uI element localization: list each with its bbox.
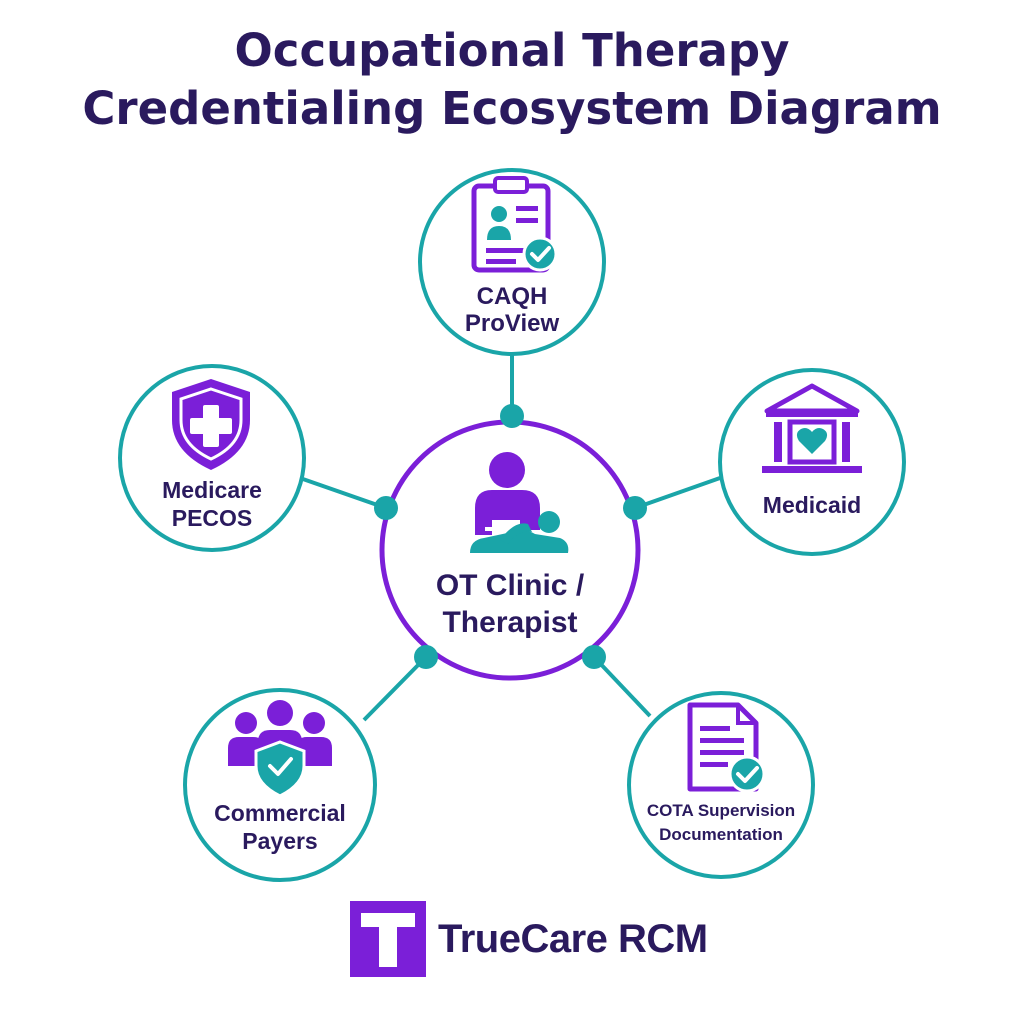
dot-bottom-right [582, 645, 606, 669]
connectors [299, 353, 721, 722]
node-commercial: Commercial Payers [183, 688, 377, 882]
connector-medicare [299, 476, 387, 510]
node-medicare: Medicare PECOS [118, 364, 306, 552]
center-label-line-1: OT Clinic / [436, 569, 585, 602]
cota-label-line-2: Documentation [659, 825, 783, 844]
government-building-heart-icon [762, 383, 862, 473]
center-label-line-2: Therapist [442, 606, 577, 639]
dot-top [500, 404, 524, 428]
connector-cota [592, 655, 652, 718]
caqh-label-line-1: CAQH [477, 283, 548, 310]
connector-commercial [362, 655, 428, 722]
commercial-label-line-1: Commercial [214, 800, 346, 826]
group-shield-icon [228, 700, 332, 798]
dot-left [374, 496, 398, 520]
connector-dots [374, 404, 647, 669]
brand-mark-icon [350, 901, 426, 977]
center-node: OT Clinic / Therapist [379, 419, 641, 681]
clipboard-check-icon [471, 176, 558, 273]
page-title: Occupational Therapy Credentialing Ecosy… [0, 22, 1024, 138]
connector-medicaid [634, 476, 721, 510]
commercial-label-line-2: Payers [242, 828, 317, 854]
dot-right [623, 496, 647, 520]
brand-logo: TrueCare RCM [350, 901, 708, 977]
document-check-icon [687, 702, 766, 793]
node-cota: COTA Supervision Documentation [627, 691, 815, 879]
caqh-label-line-2: ProView [465, 310, 560, 337]
brand-name: TrueCare RCM [438, 916, 708, 961]
title-line-2: Credentialing Ecosystem Diagram [82, 82, 942, 135]
node-caqh: CAQH ProView [418, 168, 606, 356]
therapist-patient-icon [470, 452, 569, 553]
medicare-label-line-1: Medicare [162, 477, 262, 503]
medicare-label-line-2: PECOS [172, 505, 253, 531]
shield-cross-icon [172, 379, 250, 470]
cota-label-line-1: COTA Supervision [647, 801, 795, 820]
node-medicaid: Medicaid [718, 368, 906, 556]
title-line-1: Occupational Therapy [234, 24, 790, 77]
dot-bottom-left [414, 645, 438, 669]
medicaid-label-line-1: Medicaid [763, 492, 861, 518]
